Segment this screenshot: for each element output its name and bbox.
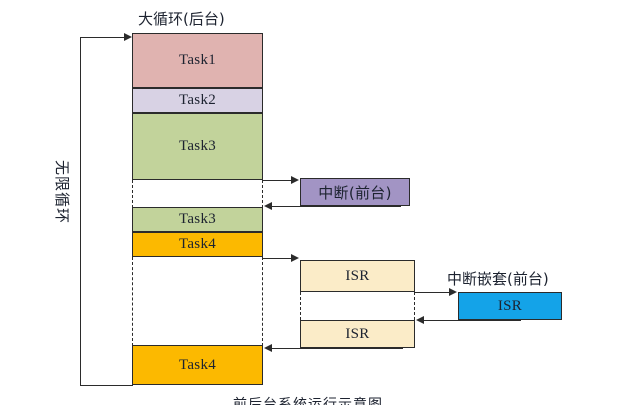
arrow-from-isr-line <box>271 348 403 350</box>
arrow-to-isr-line <box>263 258 292 260</box>
arrow-to-interrupt-head-icon <box>291 176 299 184</box>
column-left-dashed-line-gap2 <box>132 257 133 346</box>
task-block-label: Task3 <box>178 138 217 154</box>
loop-left-vertical-line <box>80 37 82 386</box>
task-block-task1: Task1 <box>132 33 263 88</box>
task-block-task3-resume: Task3 <box>132 207 263 232</box>
loop-top-horizontal-line <box>80 37 125 39</box>
arrow-from-nested-isr-line <box>423 320 521 322</box>
task-block-task4-resume: Task4 <box>132 345 263 385</box>
infinite-loop-label: 无限循环 <box>53 160 71 225</box>
loop-entry-arrow-icon <box>124 33 132 41</box>
interrupt-foreground-box: 中断(前台) <box>300 178 410 206</box>
loop-bottom-horizontal-line <box>80 385 133 387</box>
task-block-task3: Task3 <box>132 113 263 180</box>
figure-caption: 前后台系统运行示意图 <box>233 397 383 405</box>
arrow-from-isr-head-icon <box>264 344 272 352</box>
task-block-label: Task4 <box>178 356 217 373</box>
isr-right-dashed-line <box>414 292 415 320</box>
arrow-to-isr-head-icon <box>291 254 299 262</box>
arrow-from-interrupt-head-icon <box>264 202 272 210</box>
isr-box-label: ISR <box>345 267 370 284</box>
arrow-from-nested-isr-head-icon <box>416 316 424 324</box>
isr-box-bottom: ISR <box>300 320 415 348</box>
column-left-dashed-line-gap1 <box>132 180 133 208</box>
isr-left-dashed-line <box>300 292 301 320</box>
task-block-task4: Task4 <box>132 232 263 257</box>
background-loop-title: 大循环(后台) <box>138 10 225 28</box>
arrow-from-interrupt-line <box>271 206 401 208</box>
task-block-label: Task1 <box>178 52 217 68</box>
isr-box-label: ISR <box>345 325 370 342</box>
task-block-task2: Task2 <box>132 88 263 113</box>
task-block-label: Task4 <box>178 236 217 252</box>
column-right-dashed-line-gap1 <box>262 180 263 208</box>
isr-nested-label: ISR <box>497 297 523 314</box>
nested-interrupt-title: 中断嵌套(前台) <box>447 270 549 288</box>
arrow-to-interrupt-line <box>263 180 292 182</box>
column-right-dashed-line-gap2 <box>262 257 263 346</box>
arrow-to-nested-isr-head-icon <box>449 288 457 296</box>
isr-box-top: ISR <box>300 260 415 292</box>
isr-box-nested: ISR <box>458 292 562 320</box>
interrupt-box-label: 中断(前台) <box>318 183 392 202</box>
task-block-label: Task3 <box>178 211 217 227</box>
task-block-label: Task2 <box>178 92 217 108</box>
arrow-to-nested-isr-line <box>415 292 450 294</box>
